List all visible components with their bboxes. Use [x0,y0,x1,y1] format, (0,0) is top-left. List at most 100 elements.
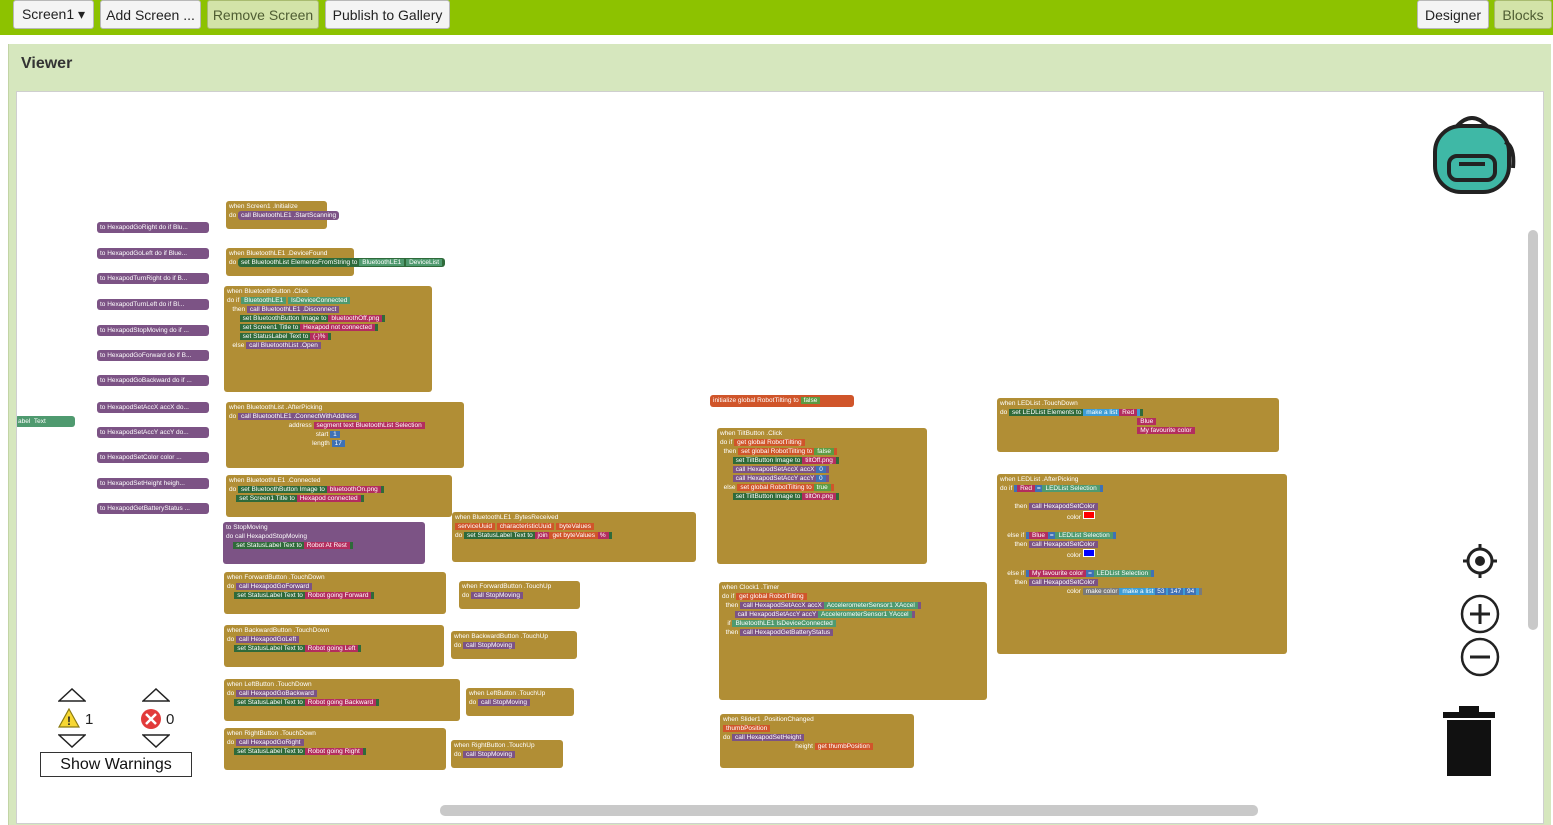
vertical-scrollbar[interactable] [1528,230,1538,630]
blocks-workspace[interactable]: abel Text to HexapodGoRight do if Blu...… [16,91,1544,824]
trash-icon[interactable] [1441,706,1497,778]
warning-down-arrow-icon[interactable] [58,734,86,748]
initialize-global-variable[interactable]: initialize global RobotTilting to false [710,395,854,407]
call-block[interactable]: call BluetoothLE1 .StartScanning [238,211,340,220]
block-text: when [229,250,245,257]
publish-to-gallery-button[interactable]: Publish to Gallery [325,0,450,29]
block-text: to [297,699,303,706]
block-text: BluetoothLE1 [261,306,301,313]
show-warnings-button[interactable]: Show Warnings [40,752,192,777]
block-text: when [469,690,485,697]
zoom-in-icon[interactable] [1460,594,1500,634]
red-color-swatch[interactable] [1082,511,1095,519]
block-text: BluetoothList [246,404,284,411]
block-text: to [1076,409,1082,416]
add-screen-button[interactable]: Add Screen ... [100,0,201,29]
screen-select-dropdown[interactable]: Screen1 ▾ [13,0,94,29]
block-text: 1 [330,431,340,438]
backpack-icon[interactable] [1427,106,1517,196]
block-text: if [727,620,731,627]
block-text: call [235,533,245,540]
block-text: StatusLabel [247,748,283,755]
ledlist-afterpicking-event[interactable]: when LEDList .AfterPicking do if Red = L… [997,474,1287,654]
block-text: accY [799,475,815,482]
block-text: Robot going Forward [304,592,372,599]
designer-button[interactable]: Designer [1417,0,1489,29]
block-text: color [1066,514,1081,521]
block-text: LEDList [1017,476,1041,483]
collapsed-procedure-block[interactable]: to HexapodGoForward do if B... [97,350,209,361]
block-text: get [552,532,562,539]
block-text: call [239,739,249,746]
block-text: Text [283,592,296,599]
horizontal-scrollbar[interactable] [440,805,1258,816]
backward-touchup-event[interactable]: when BackwardButton .TouchUp do call Sto… [451,631,577,659]
ledlist-touchdown-event[interactable]: when LEDList .TouchDown do set LEDList E… [997,398,1279,452]
collapsed-procedure-block[interactable]: to HexapodGetBatteryStatus ... [97,503,209,514]
block-text: Red [1119,409,1138,416]
block-text: BluetoothList [355,422,394,429]
tilt-button-click-event[interactable]: when TiltButton .Click do if get global … [717,428,927,564]
block-text: to [297,592,303,599]
block-text: get [737,439,747,446]
screen-initialize-event[interactable]: when Screen1 .Initialize do call Bluetoo… [226,201,340,229]
collapsed-procedure-block[interactable]: to HexapodStopMoving do if ... [97,325,209,336]
error-up-arrow-icon[interactable] [142,688,170,702]
block-text: .Click [766,430,783,437]
block-text: HexapodGoBackward [250,690,314,697]
block-text: .TouchUp [523,583,552,590]
zoom-out-icon[interactable] [1460,637,1500,677]
collapsed-procedure-block[interactable]: to HexapodGoRight do if Blu... [97,222,209,233]
block-text: ForwardButton [479,583,522,590]
bluetooth-button-click-event[interactable]: when BluetoothButton .Click do if Blueto… [224,286,432,392]
block-text: ElementsFromString [290,259,351,266]
collapsed-procedure-block[interactable]: to HexapodTurnRight do if B... [97,273,209,284]
right-touchup-event[interactable]: when RightButton .TouchUp do call StopMo… [451,740,563,768]
remove-screen-button[interactable]: Remove Screen [207,0,319,29]
error-down-arrow-icon[interactable] [142,734,170,748]
error-count: 0 [166,711,175,728]
block-text: BluetoothLE1 [359,259,405,266]
error-icon [141,709,161,729]
block-text: Text [283,645,296,652]
block-text: then [725,602,739,609]
collapsed-procedure-block[interactable]: to HexapodSetAccY accY do... [97,427,209,438]
recenter-icon[interactable] [1461,542,1499,580]
right-touchdown-event[interactable]: when RightButton .TouchDown do call Hexa… [224,728,446,770]
blocks-button[interactable]: Blocks [1494,0,1552,29]
bluetooth-connected-event[interactable]: when BluetoothLE1 .Connected do set Blue… [226,475,452,517]
set-block[interactable]: set BluetoothList ElementsFromString to … [238,258,446,267]
stray-property-block[interactable]: abel Text [17,416,75,427]
block-text: call [735,466,746,473]
bytes-received-event[interactable]: when BluetoothLE1 .BytesReceived service… [452,512,696,562]
block-text: to [297,748,303,755]
block-text: thumbPosition [723,725,771,732]
left-touchdown-event[interactable]: when LeftButton .TouchDown do call Hexap… [224,679,460,721]
clock-timer-event[interactable]: when Clock1 .Timer do if get global Robo… [719,582,987,700]
forward-touchdown-event[interactable]: when ForwardButton .TouchDown do call He… [224,572,446,614]
bluetooth-list-afterpicking-event[interactable]: when BluetoothList .AfterPicking do call… [226,402,464,468]
block-text: set [236,542,245,549]
stop-moving-procedure[interactable]: to StopMoving do call HexapodStopMoving … [223,522,425,564]
blue-color-swatch[interactable] [1082,549,1095,557]
backward-touchdown-event[interactable]: when BackwardButton .TouchDown do call H… [224,625,444,667]
collapsed-procedure-block[interactable]: to HexapodSetHeight heigh... [97,478,209,489]
block-text: to [807,448,813,455]
slider-position-changed-event[interactable]: when Slider1 .PositionChanged thumbPosit… [720,714,914,768]
block-text: Robot going Left [304,645,359,652]
block-text: tiltOff.png [802,457,836,464]
collapsed-procedure-block[interactable]: to HexapodTurnLeft do if Bl... [97,299,209,310]
device-found-event[interactable]: when BluetoothLE1 .DeviceFound do set Bl… [226,248,446,276]
forward-touchup-event[interactable]: when ForwardButton .TouchUp do call Stop… [459,581,580,609]
collapsed-procedure-block[interactable]: to HexapodGoBackward do if ... [97,375,209,386]
block-text: % [599,532,606,539]
block-text: do [454,642,462,649]
warning-up-arrow-icon[interactable] [58,688,86,702]
block-text: when [1000,400,1016,407]
collapsed-procedure-block[interactable]: to HexapodSetAccX accX do... [97,402,209,413]
block-text: false [814,448,834,455]
collapsed-procedure-block[interactable]: to HexapodGoLeft do if Blue... [97,248,209,259]
left-touchup-event[interactable]: when LeftButton .TouchUp do call StopMov… [466,688,574,716]
block-text: Text [283,699,296,706]
collapsed-procedure-block[interactable]: to HexapodSetColor color ... [97,452,209,463]
